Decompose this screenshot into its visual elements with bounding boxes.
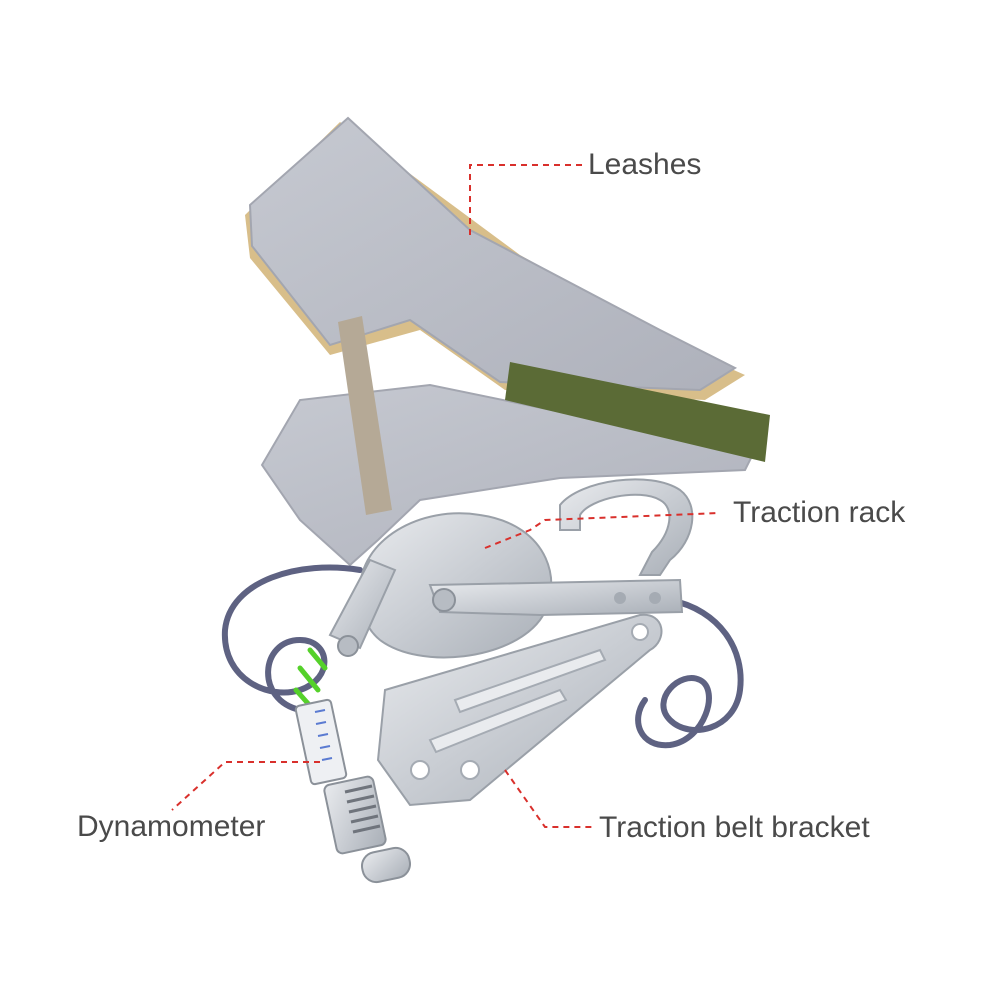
- rack-rivet: [432, 588, 456, 612]
- bracket-slot: [428, 688, 568, 754]
- leader-line-bracket: [504, 769, 592, 828]
- rack-rivet: [337, 635, 359, 657]
- dynamometer-ticks: [314, 709, 333, 761]
- dynamometer-device: [294, 698, 411, 884]
- rack-hook: [559, 478, 694, 576]
- rack-extension-bar: [428, 578, 684, 617]
- harness-upper-panel: [248, 116, 738, 392]
- right-cord: [635, 597, 744, 749]
- bracket-hole: [631, 623, 649, 641]
- label-leashes: Leashes: [588, 148, 702, 181]
- leader-line-leashes: [469, 164, 585, 235]
- dynamometer-spring: [344, 784, 381, 834]
- rack-rivet: [614, 592, 626, 604]
- label-dynamometer: Dynamometer: [77, 810, 266, 843]
- bracket-slot: [453, 648, 607, 714]
- leader-lines: [171, 164, 721, 828]
- bracket-hole: [410, 760, 430, 780]
- label-traction-rack: Traction rack: [733, 496, 906, 529]
- head-harness: [245, 116, 770, 567]
- dynamometer-scale: [294, 698, 348, 786]
- bracket-hole: [460, 760, 480, 780]
- traction-belt-bracket-device: [376, 613, 663, 807]
- dynamometer-end-cap: [361, 846, 411, 884]
- leader-line-dynamometer: [171, 761, 320, 811]
- leader-line-traction-rack: [484, 512, 721, 549]
- traction-rack-device: [328, 478, 694, 659]
- harness-green-strap: [505, 362, 770, 462]
- label-traction-belt-bracket: Traction belt bracket: [599, 811, 870, 844]
- harness-tan-strap: [338, 316, 392, 515]
- rack-rivet: [649, 592, 661, 604]
